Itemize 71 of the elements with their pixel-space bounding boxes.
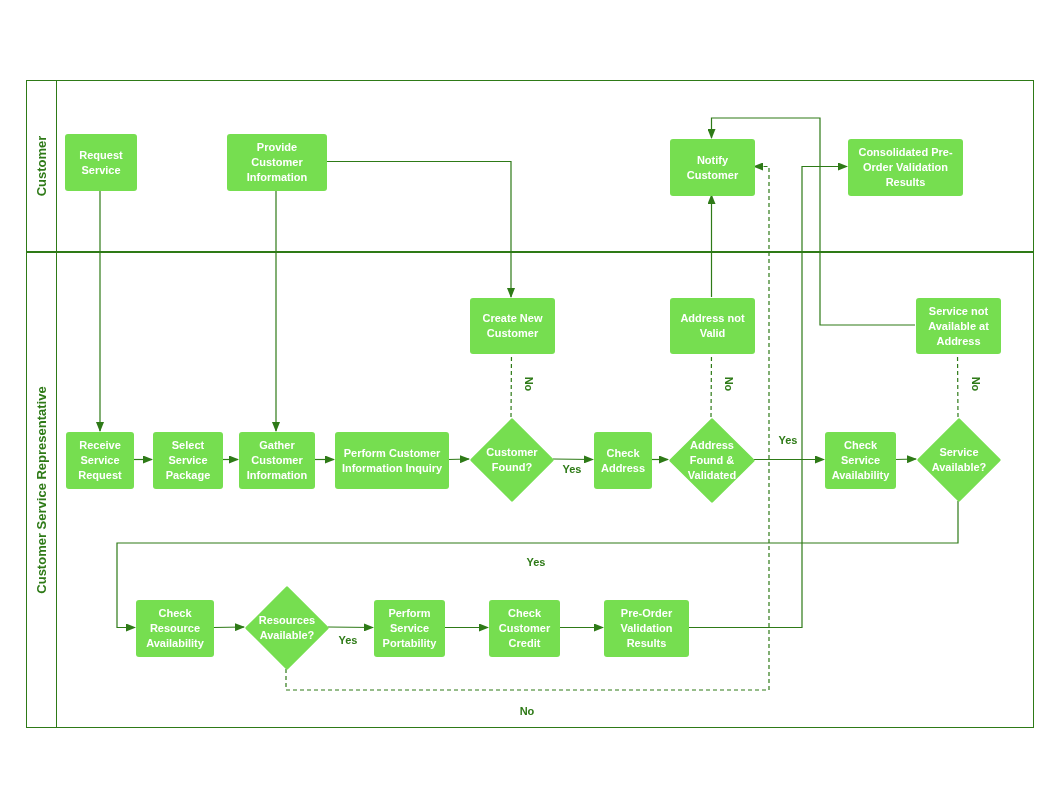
arrow [687, 162, 848, 629]
process-box [65, 134, 137, 191]
arrow [894, 455, 917, 464]
step-label: Perform Customer Information Inquiry [340, 445, 444, 476]
arrow [96, 189, 104, 432]
process-box [239, 432, 315, 489]
step-label: Check Address [600, 445, 646, 476]
arrow [327, 623, 374, 632]
decision-diamond [470, 418, 554, 502]
arrow [707, 194, 716, 298]
process-box [848, 139, 963, 196]
step-label: Resources Available? [257, 613, 317, 643]
arrow [221, 455, 239, 464]
edge-label: Yes [337, 633, 359, 647]
arrow [552, 455, 594, 464]
step-label: Select Service Package [164, 438, 212, 483]
process-box [374, 600, 445, 657]
edge-label: Yes [525, 555, 547, 569]
decision-diamond [669, 418, 755, 503]
edge-label: Yes [561, 462, 583, 476]
arrow [443, 623, 489, 632]
step-label: Address not Valid [679, 311, 746, 341]
step-label: Customer Found? [485, 445, 539, 475]
process-box [670, 298, 755, 354]
arrow [650, 455, 669, 464]
process-box [470, 298, 555, 354]
process-box [227, 134, 327, 191]
arrow [272, 189, 280, 432]
arrow [447, 455, 470, 464]
swimlane [26, 252, 1034, 728]
step-label: Service not Available at Address [927, 303, 990, 349]
arrow [707, 117, 916, 326]
step-label: Address Found & Validated [686, 438, 738, 483]
process-box [153, 432, 223, 489]
decision-diamond [245, 586, 329, 670]
step-label: Check Customer Credit [497, 606, 552, 651]
swimlane [26, 80, 1034, 252]
process-box [594, 432, 652, 489]
process-box [916, 298, 1001, 354]
step-label: Notify Customer [685, 152, 740, 183]
step-label: Pre-Order Validation Results [619, 606, 674, 651]
step-label: Request Service [78, 147, 124, 178]
process-box [489, 600, 560, 657]
step-label: Check Resource Availability [145, 606, 205, 651]
lane-title: Customer [32, 135, 50, 197]
decision-diamond [917, 418, 1001, 502]
edge-label: Yes [777, 433, 799, 447]
step-label: Check Service Availability [830, 438, 891, 483]
arrow [325, 160, 515, 298]
edge-label: No [518, 704, 536, 718]
arrow [313, 455, 335, 464]
process-box [825, 432, 896, 489]
dashed-arrow [285, 162, 770, 691]
arrow [132, 455, 153, 464]
process-box [604, 600, 689, 657]
step-label: Gather Customer Information [245, 438, 309, 483]
arrow [212, 623, 245, 632]
step-label: Consolidated Pre-Order Validation Results [857, 145, 954, 190]
arrow [558, 623, 604, 632]
process-box [335, 432, 449, 489]
step-label: Service Available? [930, 445, 988, 475]
process-box [670, 139, 755, 196]
step-label: Provide Customer Information [245, 140, 309, 185]
step-label: Perform Service Portability [381, 606, 438, 651]
arrow [116, 500, 959, 632]
step-label: Receive Service Request [77, 438, 123, 483]
arrow [753, 455, 825, 464]
process-box [136, 600, 214, 657]
process-box [66, 432, 134, 489]
lane-title: Customer Service Representative [32, 386, 50, 594]
step-label: Create New Customer [481, 311, 544, 341]
